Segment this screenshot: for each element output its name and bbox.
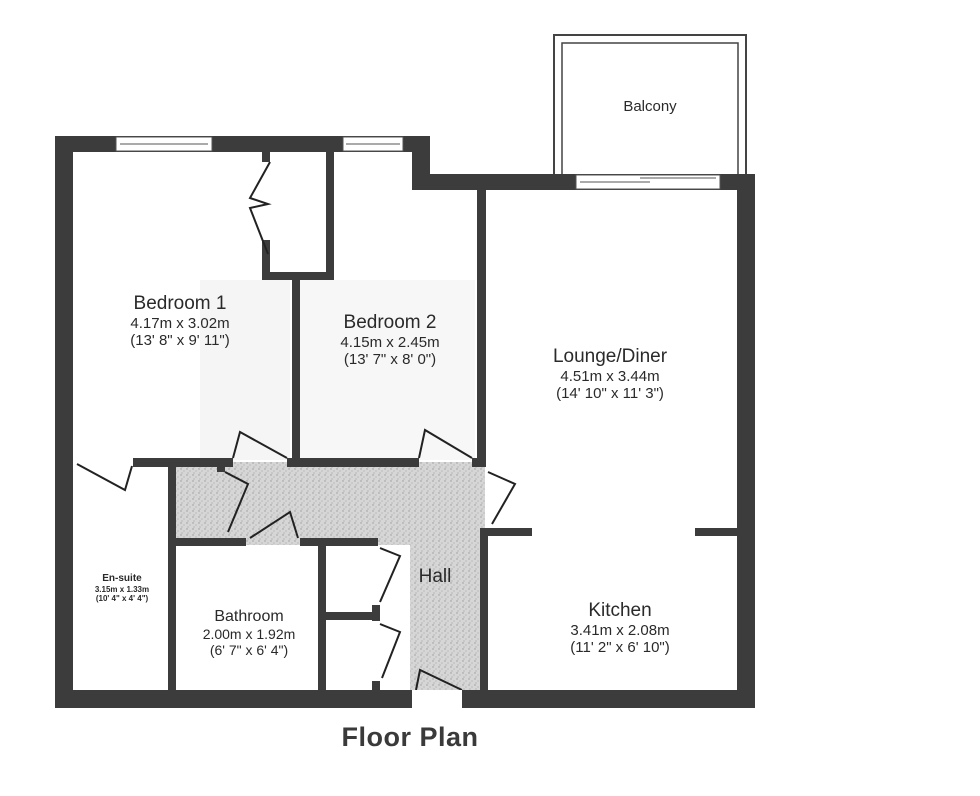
bathroom-label: Bathroom 2.00m x 1.92m (6' 7" x 6' 4") (202, 608, 296, 659)
lounge-diner-label: Lounge/Diner 4.51m x 3.44m (14' 10" x 11… (552, 346, 668, 403)
interior-walls (133, 152, 739, 698)
ensuite-label: En-suite 3.15m x 1.33m (10' 4" x 4' 4") (94, 573, 150, 603)
balcony-label: Balcony (623, 98, 677, 115)
hall-floor (176, 280, 485, 690)
windows (115, 136, 721, 190)
bedroom2-label: Bedroom 2 4.15m x 2.45m (13' 7" x 8' 0") (340, 312, 440, 369)
bedroom1-label: Bedroom 1 4.17m x 3.02m (13' 8" x 9' 11"… (130, 293, 230, 350)
hall-label: Hall (418, 566, 452, 587)
doors (76, 161, 517, 691)
front-door-gap (412, 690, 462, 708)
page-title: Floor Plan (341, 722, 479, 752)
kitchen-label: Kitchen 3.41m x 2.08m (11' 2" x 6' 10") (570, 600, 670, 657)
